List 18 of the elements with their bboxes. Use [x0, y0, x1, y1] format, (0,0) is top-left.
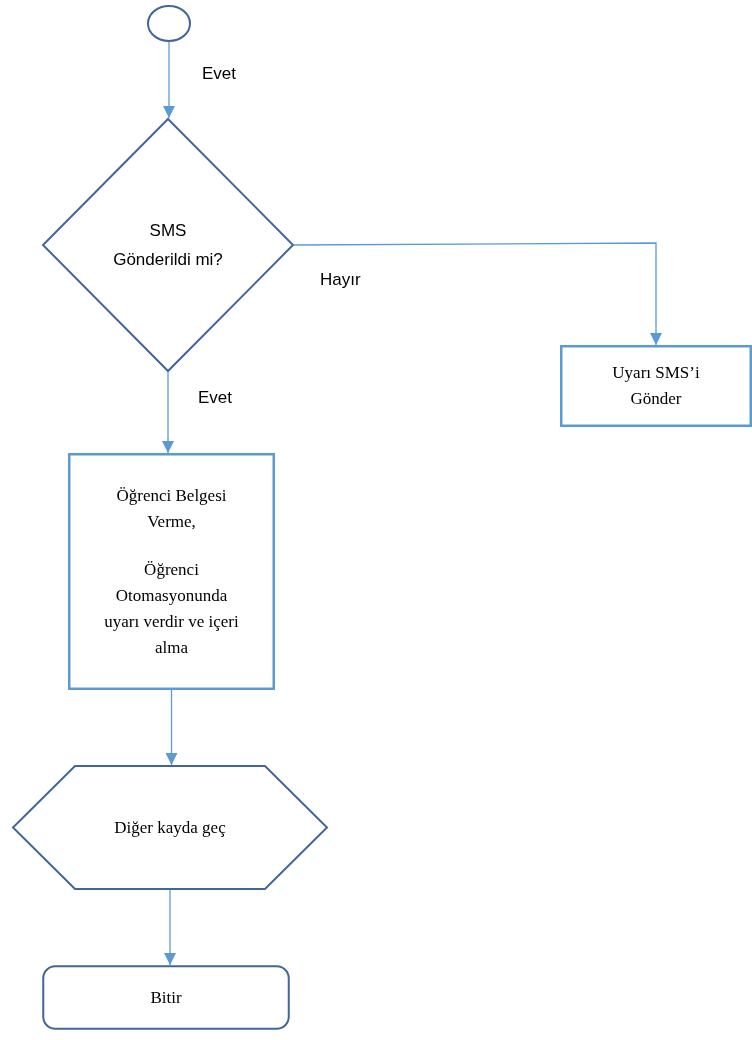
decision-text: SMS Gönderildi mi?: [113, 220, 223, 271]
preparation-hexagon: [12, 765, 328, 890]
start-circle: [147, 5, 191, 42]
arrow: [165, 689, 178, 766]
process-box: [560, 345, 752, 427]
step-text: Öğrenci Belgesi Verme,: [115, 484, 228, 533]
arrow: [163, 41, 175, 119]
decision-diamond: [42, 118, 294, 372]
edge-label: Hayır: [318, 270, 363, 290]
step-text: Uyarı SMS’i Gönder: [611, 362, 701, 410]
arrow: [293, 242, 662, 346]
arrow: [164, 889, 176, 966]
step-text: Diğer kayda geç: [114, 816, 226, 839]
terminator-box: [42, 965, 290, 1030]
step-text: Öğrenci Otomasyonunda uyarı verdir ve içeri alma: [103, 558, 240, 659]
arrow: [162, 371, 174, 454]
process-box: [68, 453, 275, 690]
step-text: Bitir: [150, 986, 182, 1009]
